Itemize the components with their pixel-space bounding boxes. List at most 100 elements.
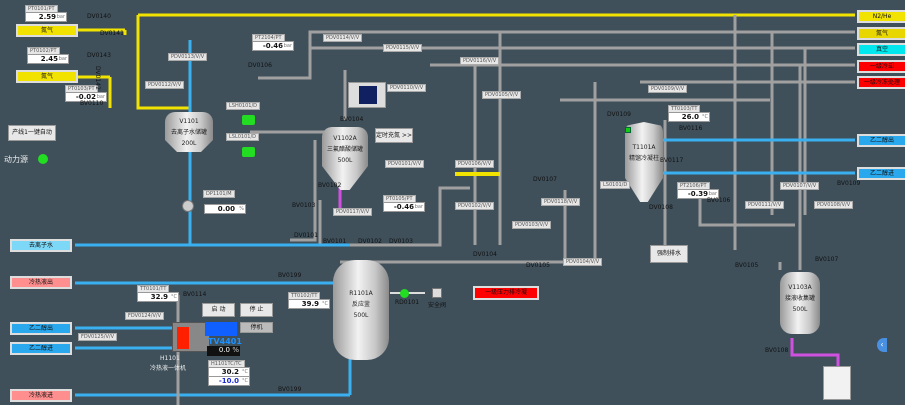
valve-bv0106[interactable]: BV0106 [707, 197, 731, 204]
dp-tag: DP1101/M [203, 190, 235, 198]
heater-hot-section [177, 327, 189, 349]
line1-auto-button[interactable]: 产线1一键自动 [8, 125, 56, 141]
valve-bv0117[interactable]: BV0117 [660, 157, 684, 164]
tag-pdv0114: PDV0114/V/V [323, 34, 363, 42]
tag-pdv0108: PDV0108/V/V [814, 201, 854, 209]
valve-dv0106[interactable]: DV0106 [248, 62, 272, 69]
tag-pdv0103: PDV0103/V/V [512, 221, 552, 229]
valve-dv0140[interactable]: DV0140 [87, 13, 111, 20]
valve-dv0143[interactable]: DV0143 [87, 52, 111, 59]
glycol-out-right[interactable]: 乙二醇出 [857, 134, 905, 147]
valve-bv0116[interactable]: BV0116 [679, 125, 703, 132]
t1101a-id: T1101A [632, 144, 656, 151]
valve-bv0110[interactable]: BV0110 [80, 100, 104, 107]
valve-bv0102[interactable]: BV0102 [318, 182, 342, 189]
cooling1-line[interactable]: 一级冷却 [857, 60, 905, 73]
h1101tc-sv[interactable]: -10.0°C [208, 376, 250, 386]
tt0102-value: 39.9°C [288, 299, 330, 309]
tag-fdv0124: FDV0124/V/V [125, 312, 164, 320]
power-label: 动力源 [4, 155, 28, 164]
valve-bv0114[interactable]: BV0114 [183, 291, 207, 298]
valve-bv0105[interactable]: BV0105 [735, 262, 759, 269]
tag-pdv0101: PDV0101/V/V [385, 160, 425, 168]
v1101-name: 去离子水储罐 [170, 129, 207, 136]
start-button[interactable]: 启 动 [202, 303, 235, 317]
di-water-source[interactable]: 去离子水 [10, 239, 72, 252]
stop-button[interactable]: 停 止 [240, 303, 273, 317]
valve-dv0101[interactable]: DV0101 [294, 232, 318, 239]
valve-dv0108[interactable]: DV0108 [649, 204, 673, 211]
valve-bv0199-top[interactable]: BV0199 [278, 272, 302, 279]
hot-liquid-in[interactable]: 冷热液进 [10, 389, 72, 402]
tag-pdv0115: PDV0115/V/V [383, 44, 423, 52]
v1103a-id: V1103A [788, 284, 812, 291]
v1102a-vol: 500L [337, 157, 353, 164]
glycol-in-right[interactable]: 乙二醇进 [857, 167, 905, 180]
valve-dv0109[interactable]: DV0109 [607, 111, 631, 118]
tag-pdv0111: PDV0111/V/V [745, 201, 785, 209]
valve-bv0109[interactable]: BV0109 [837, 180, 861, 187]
tv4401-tank [205, 322, 237, 336]
valve-dv0141[interactable]: DV0141 [100, 30, 124, 37]
safety-valve[interactable] [432, 288, 442, 298]
valve-bv0108[interactable]: BV0108 [765, 347, 789, 354]
tag-pdv0113: PDV0113/V/V [168, 53, 208, 61]
force-drain-button[interactable]: 强制排水 [650, 245, 688, 263]
hot-liquid-out[interactable]: 冷热液出 [10, 276, 72, 289]
filter-media [359, 86, 377, 104]
pump-icon[interactable] [182, 200, 194, 212]
tag-pdv0110: PDV0110/V/V [387, 84, 427, 92]
pressure-drain-alarm[interactable]: 一级压力排冷凝 [473, 286, 539, 300]
nitrogen-source-2[interactable]: 氮气 [16, 70, 78, 83]
heater-unit[interactable] [172, 322, 210, 352]
nitrogen-timer-button[interactable]: 定时充氮 >> [375, 128, 413, 143]
valve-dv0102[interactable]: DV0102 [358, 238, 382, 245]
valve-bv0103[interactable]: BV0103 [292, 202, 316, 209]
valve-dv0104[interactable]: DV0104 [473, 251, 497, 258]
tag-pdv0109: PDV0109/V/V [648, 85, 688, 93]
nitrogen-source-1[interactable]: 氮气 [16, 24, 78, 37]
valve-bv0199-bottom[interactable]: BV0199 [278, 386, 302, 393]
tag-pdv0106: PDV0106/V/V [455, 160, 495, 168]
glycol-in-left[interactable]: 乙二醇进 [10, 342, 72, 355]
tag-ls0101: LS0101/D [600, 181, 631, 189]
auto-indicator-icon [625, 127, 631, 133]
tag-lsh0101: LSH0101/D [226, 102, 260, 110]
glycol-out-left[interactable]: 乙二醇出 [10, 322, 72, 335]
level-switch-high-icon [242, 115, 255, 125]
valve-dv0142[interactable]: DV0142 [94, 66, 101, 90]
tag-pdv0107: PDV0107/V/V [780, 182, 820, 190]
tag-pdv0117: PDV0117/V/V [333, 208, 373, 216]
collapse-panel-icon[interactable]: ‹ [877, 338, 887, 352]
cooling2-line[interactable]: 一级冷冻处理 [857, 76, 905, 89]
heater-id: H1101 [160, 355, 180, 362]
valve-bv0107[interactable]: BV0107 [815, 256, 839, 263]
v1102a-name: 三氟醋酸储罐 [326, 146, 363, 153]
tag-pdv0112: PDV0112/V/V [145, 81, 185, 89]
valve-dv0103[interactable]: DV0103 [389, 238, 413, 245]
valve-dv0107[interactable]: DV0107 [533, 176, 557, 183]
vacuum-line[interactable]: 真空 [857, 43, 905, 56]
n2he-line[interactable]: N2/He [857, 10, 905, 23]
tag-pdv0118: PDV0118/V/V [541, 198, 581, 206]
valve-dv0105[interactable]: DV0105 [526, 262, 550, 269]
power-indicator [38, 154, 48, 164]
nitrogen-line[interactable]: 氮气 [857, 27, 905, 40]
level-switch-low-icon [242, 147, 255, 157]
rd0101-label: RD0101 [395, 299, 420, 306]
valve-bv0104[interactable]: BV0104 [340, 116, 364, 123]
valve-bv0101[interactable]: BV0101 [323, 238, 347, 245]
r1101a-vol: 500L [353, 312, 369, 319]
shutdown-button[interactable]: 停机 [240, 322, 273, 333]
tv4401-label: TV4401 [208, 337, 242, 346]
tv4401-value: 0.0% [207, 346, 240, 356]
tag-pdv0102: PDV0102/V/V [455, 202, 495, 210]
filter-unit[interactable] [348, 82, 386, 108]
v1103a-name: 接液收集罐 [784, 295, 815, 302]
v1101-vol: 200L [181, 140, 197, 147]
